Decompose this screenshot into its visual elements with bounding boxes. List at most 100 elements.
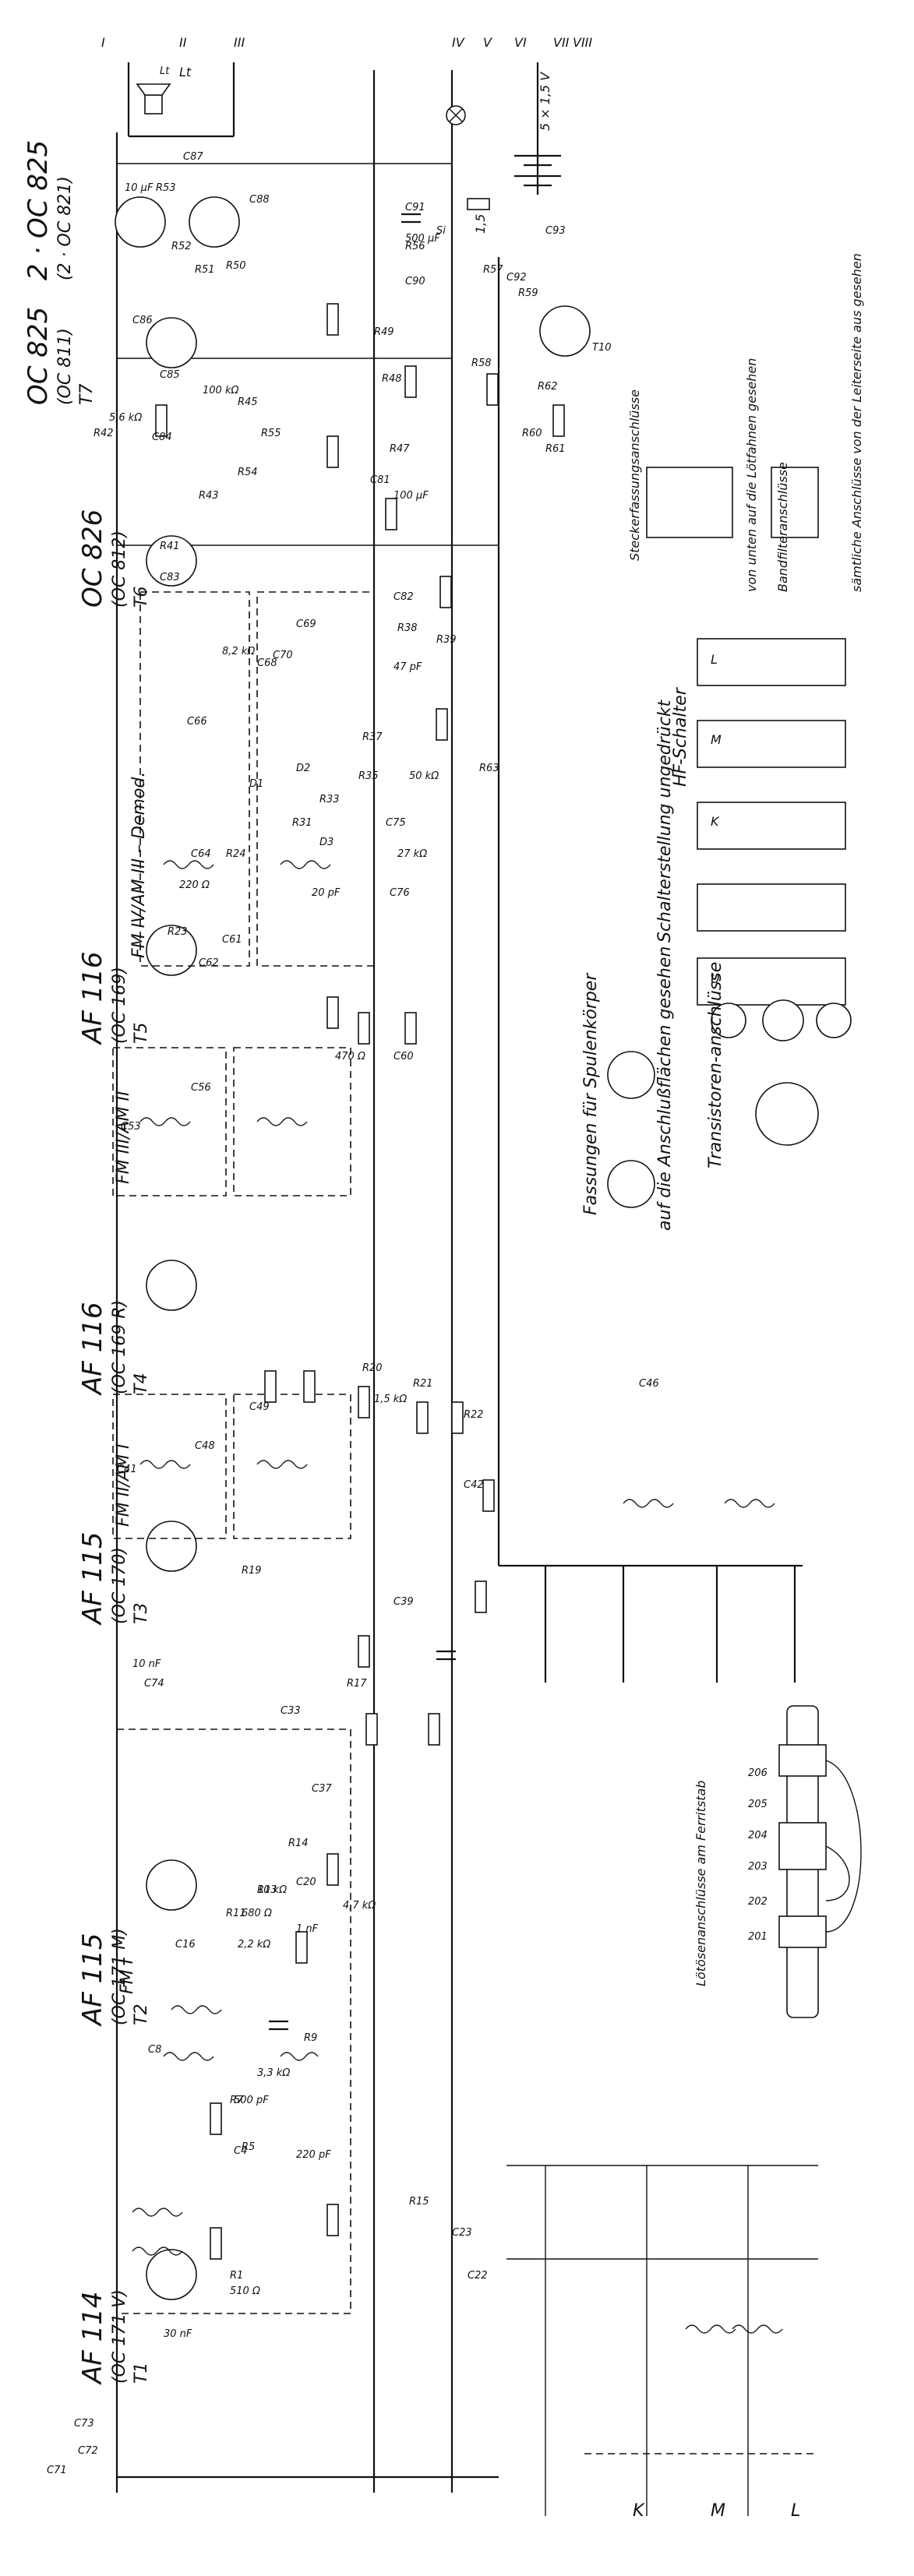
transistor-symbols <box>115 196 591 2300</box>
t1-type: AF 114 <box>77 2291 108 2385</box>
lbl-c22: C22 <box>468 2270 488 2282</box>
t4-alt: (OC 169 R) <box>110 1300 129 1394</box>
lbl-r19: R19 <box>242 1565 262 1577</box>
lbl-r57: R57 <box>483 264 503 276</box>
lbl-si: Si <box>436 225 446 237</box>
lbl-r33: R33 <box>319 794 340 805</box>
val-15: 4,7 kΩ <box>343 1900 376 1912</box>
battery: 5 × 1,5 V 1,5 V <box>467 62 561 234</box>
lbl-r56: R56 <box>405 241 425 252</box>
connector-labels: I II III IV V VI VII VIII <box>101 35 592 50</box>
hf-title: HF-Schalter <box>671 686 690 787</box>
switch-bank <box>499 1564 818 2516</box>
lbl-r61: R61 <box>545 443 566 455</box>
lbl-c82: C82 <box>393 591 414 603</box>
val-4: 30 nF <box>164 2328 192 2340</box>
val-9: 680 Ω <box>242 1908 272 1919</box>
lbl-c33: C33 <box>281 1705 301 1717</box>
transistor-legend-title: Transistoren-anschlüsse <box>706 962 725 1168</box>
val-2: 220 pF <box>296 2149 331 2161</box>
t1-alt: (OC 171 V) <box>110 2289 129 2384</box>
lbl-r48: R48 <box>382 373 402 385</box>
transistor-labels: AF 114 (OC 171 V) T1 AF 115 (OC 171 M) T… <box>23 140 151 2385</box>
lbl-c69: C69 <box>296 618 316 630</box>
component-values: 100 kΩ 510 Ω 220 pF 500 pF 30 nF 10 nF 1… <box>109 182 440 2340</box>
conn-4: IV <box>452 35 465 50</box>
band-m: M <box>711 2501 725 2521</box>
t2-alt: (OC 171 M) <box>110 1928 129 2025</box>
lbl-r38: R38 <box>397 622 418 634</box>
lbl-r37: R37 <box>362 731 383 743</box>
val-21: 500 µF <box>405 233 440 245</box>
conn-7: VII <box>553 35 570 50</box>
lbl-c83: C83 <box>160 572 180 583</box>
lbl-r31: R31 <box>292 817 312 829</box>
lbl-c42: C42 <box>464 1479 484 1491</box>
lbl-r53: R53 <box>156 182 176 194</box>
val-23: 10 µF <box>125 182 154 194</box>
t4-type: AF 116 <box>77 1302 108 1396</box>
spulen-sub: auf die Anschlußflächen gesehen <box>655 946 675 1231</box>
legend-switch-table <box>646 467 846 1006</box>
val-0: 100 kΩ <box>203 385 238 396</box>
ferrit-202: 202 <box>748 1896 768 1908</box>
ferrite-rod <box>778 1705 862 2018</box>
lbl-r23: R23 <box>168 926 188 938</box>
band-l: L <box>791 2501 800 2521</box>
band-sub: sämtliche Anschlüsse von der Leiterseite… <box>849 253 864 592</box>
t4-ref: T4 <box>132 1373 151 1394</box>
lbl-d3: D3 <box>319 837 333 848</box>
ferrit-title: Lötösenanschlüsse am Ferritstab <box>693 1781 708 1986</box>
lbl-r50: R50 <box>226 260 246 272</box>
lbl-d1: D1 <box>249 778 263 790</box>
t3-type: AF 115 <box>77 1531 108 1626</box>
lbl-c71: C71 <box>47 2465 67 2476</box>
switch-m: M <box>711 732 722 747</box>
t5-alt: (OC 169) <box>110 967 129 1044</box>
lbl-c8: C8 <box>148 2044 161 2056</box>
lbl-c87: C87 <box>183 151 203 163</box>
val-14: 3,3 kΩ <box>257 2067 290 2079</box>
lbl-c81: C81 <box>370 474 390 486</box>
lbl-r42: R42 <box>94 428 114 439</box>
lbl-r1: R1 <box>230 2270 243 2282</box>
t6-type: OC 826 <box>77 509 108 608</box>
coils <box>132 860 783 2334</box>
lbl-c49: C49 <box>249 1401 270 1413</box>
lbl-c56: C56 <box>191 1082 211 1094</box>
conn-2: II <box>179 35 187 50</box>
lbl-r22: R22 <box>464 1409 484 1421</box>
lbl-r43: R43 <box>199 490 219 502</box>
lbl-r15: R15 <box>409 2196 429 2208</box>
switch-u: U <box>711 971 720 986</box>
speaker-output: Lt <box>127 62 466 138</box>
switch-k: K <box>711 814 720 829</box>
val-17: 8,2 kΩ <box>222 646 255 657</box>
t2-type: AF 115 <box>77 1933 108 2027</box>
t8-type: 2 · OC 825 <box>23 140 54 280</box>
ferrite-numbers: 201 202 203 204 205 206 <box>748 1767 768 1943</box>
band-k: K <box>633 2501 645 2521</box>
t2-ref: T2 <box>132 2004 151 2025</box>
t5-ref: T5 <box>132 1023 151 1044</box>
fm1-label: FM I <box>118 1959 137 1994</box>
fm2-am1-label: FM II/AM I <box>114 1443 133 1527</box>
lbl-c37: C37 <box>312 1783 332 1795</box>
lbl-r41: R41 <box>160 541 180 552</box>
val-3: 500 pF <box>234 2095 269 2106</box>
val-20: 50 kΩ <box>409 770 439 782</box>
stecker-title: Steckerfassungsanschlüsse <box>627 389 642 561</box>
lbl-c41: C41 <box>117 1464 137 1475</box>
lbl-r45: R45 <box>238 396 258 408</box>
val-11: 220 Ω <box>179 879 210 891</box>
spulen-title: Fassungen für Spulenkörper <box>581 972 601 1215</box>
lbl-r54: R54 <box>238 467 258 478</box>
lbl-c48: C48 <box>195 1440 215 1452</box>
lbl-r17: R17 <box>347 1678 367 1690</box>
lbl-r35: R35 <box>358 770 379 782</box>
ferrit-203: 203 <box>748 1861 768 1873</box>
val-16: 5,6 kΩ <box>109 412 142 424</box>
lbl-r60: R60 <box>522 428 542 439</box>
lbl-c62: C62 <box>199 957 219 969</box>
